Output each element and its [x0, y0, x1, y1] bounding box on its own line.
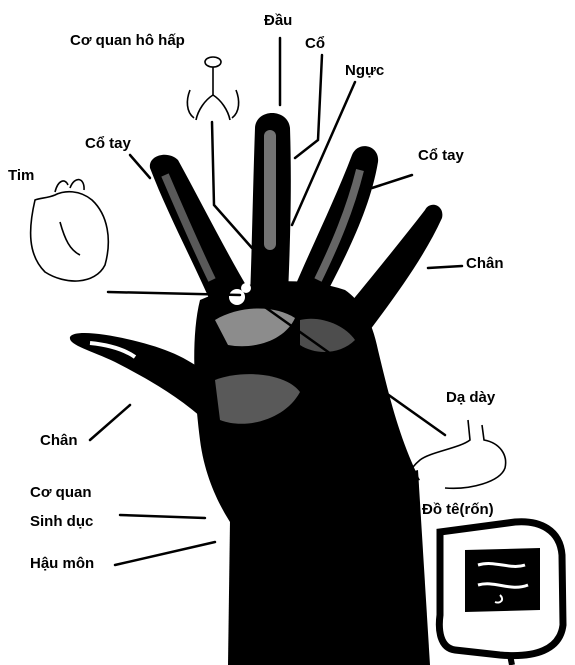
label-sinh-duc: Sinh dục — [30, 513, 93, 530]
leader-co — [295, 55, 322, 158]
label-da-day: Dạ dày — [446, 389, 496, 406]
leader-co-tay-left — [130, 155, 150, 178]
leader-sinh-duc — [120, 515, 205, 518]
respiratory-drawing — [187, 57, 238, 120]
leader-chan-right — [428, 266, 462, 268]
label-hau-mon: Hậu môn — [30, 555, 94, 572]
intestine-drawing — [439, 522, 563, 665]
knuckle-dot — [241, 283, 251, 293]
label-co-tay-left: Cổ tay — [85, 135, 132, 152]
label-chan-right: Chân — [466, 255, 504, 272]
hand-silhouette — [70, 113, 443, 665]
label-co: Cổ — [305, 35, 325, 52]
leader-co-tay-right — [372, 175, 412, 188]
label-do-te-ron: Đồ tê(rốn) — [422, 501, 494, 518]
ring-finger — [290, 146, 378, 302]
leader-hau-mon — [115, 542, 215, 565]
label-chan-left: Chân — [40, 432, 78, 449]
label-nguc: Ngực — [345, 62, 384, 79]
leader-chan-left — [90, 405, 130, 440]
leader-ho-hap — [212, 122, 252, 248]
label-ruot: Ruột — [378, 535, 412, 552]
stomach-drawing — [408, 420, 506, 488]
label-tim: Tim — [8, 167, 34, 184]
label-co-quan: Cơ quan — [30, 484, 92, 501]
heart-drawing — [31, 180, 109, 281]
label-co-tay-right: Cổ tay — [418, 147, 465, 164]
label-dau: Đầu — [264, 12, 292, 29]
middle-finger-highlight — [264, 130, 276, 250]
label-co-quan-ho-hap: Cơ quan hô hấp — [70, 32, 185, 49]
